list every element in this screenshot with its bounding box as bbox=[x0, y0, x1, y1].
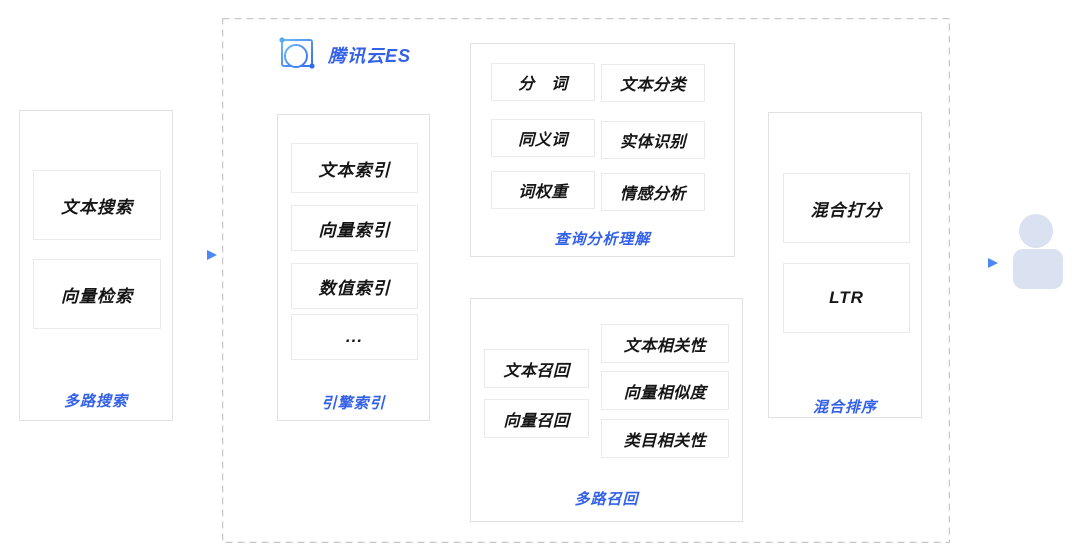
node-text-recall: 文本召回 bbox=[484, 349, 589, 388]
panel-multi-recall: 文本召回 向量召回 文本相关性 向量相似度 类目相关性 多路召回 bbox=[470, 298, 743, 522]
tencent-es-boundary-box bbox=[222, 18, 950, 543]
panel-label-query-analysis: 查询分析理解 bbox=[554, 231, 651, 248]
panel-label-multi-search: 多路搜索 bbox=[63, 393, 128, 410]
node-text-search: 文本搜索 bbox=[33, 170, 161, 240]
node-sentiment-analysis: 情感分析 bbox=[601, 173, 705, 211]
panel-multi-search: 文本搜索 向量检索 多路搜索 bbox=[19, 110, 173, 421]
node-entity-recognition: 实体识别 bbox=[601, 121, 705, 159]
node-category-relevance: 类目相关性 bbox=[601, 419, 729, 458]
brand: 腾讯云ES bbox=[276, 36, 411, 74]
brand-title: 腾讯云ES bbox=[328, 46, 412, 66]
node-text-classification: 文本分类 bbox=[601, 64, 705, 102]
node-text-index: 文本索引 bbox=[291, 143, 418, 193]
node-term-weight: 词权重 bbox=[491, 171, 595, 209]
arrow-right-icon bbox=[180, 250, 217, 260]
panel-label-multi-recall: 多路召回 bbox=[574, 491, 639, 508]
node-synonym: 同义词 bbox=[491, 119, 595, 157]
panel-engine-index: 文本索引 向量索引 数值索引 ... 引擎索引 bbox=[277, 114, 430, 421]
node-vector-retrieval: 向量检索 bbox=[33, 259, 161, 329]
node-word-segmentation: 分 词 bbox=[491, 63, 595, 101]
node-ellipsis: ... bbox=[291, 314, 418, 360]
node-numeric-index: 数值索引 bbox=[291, 263, 418, 309]
node-vector-similarity: 向量相似度 bbox=[601, 371, 729, 410]
panel-hybrid-ranking: 混合打分 LTR 混合排序 bbox=[768, 112, 922, 418]
node-vector-index: 向量索引 bbox=[291, 205, 418, 251]
node-vector-recall: 向量召回 bbox=[484, 399, 589, 438]
arrow-right-icon bbox=[961, 258, 998, 268]
panel-query-analysis: 分 词 同义词 词权重 文本分类 实体识别 情感分析 查询分析理解 bbox=[470, 43, 735, 257]
panel-label-engine-index: 引擎索引 bbox=[321, 395, 386, 412]
user-icon bbox=[1013, 214, 1063, 289]
node-ltr: LTR bbox=[783, 263, 910, 333]
node-hybrid-scoring: 混合打分 bbox=[783, 173, 910, 243]
panel-label-hybrid-ranking: 混合排序 bbox=[812, 399, 877, 416]
tencent-es-logo-icon bbox=[279, 37, 315, 69]
node-text-relevance: 文本相关性 bbox=[601, 324, 729, 363]
